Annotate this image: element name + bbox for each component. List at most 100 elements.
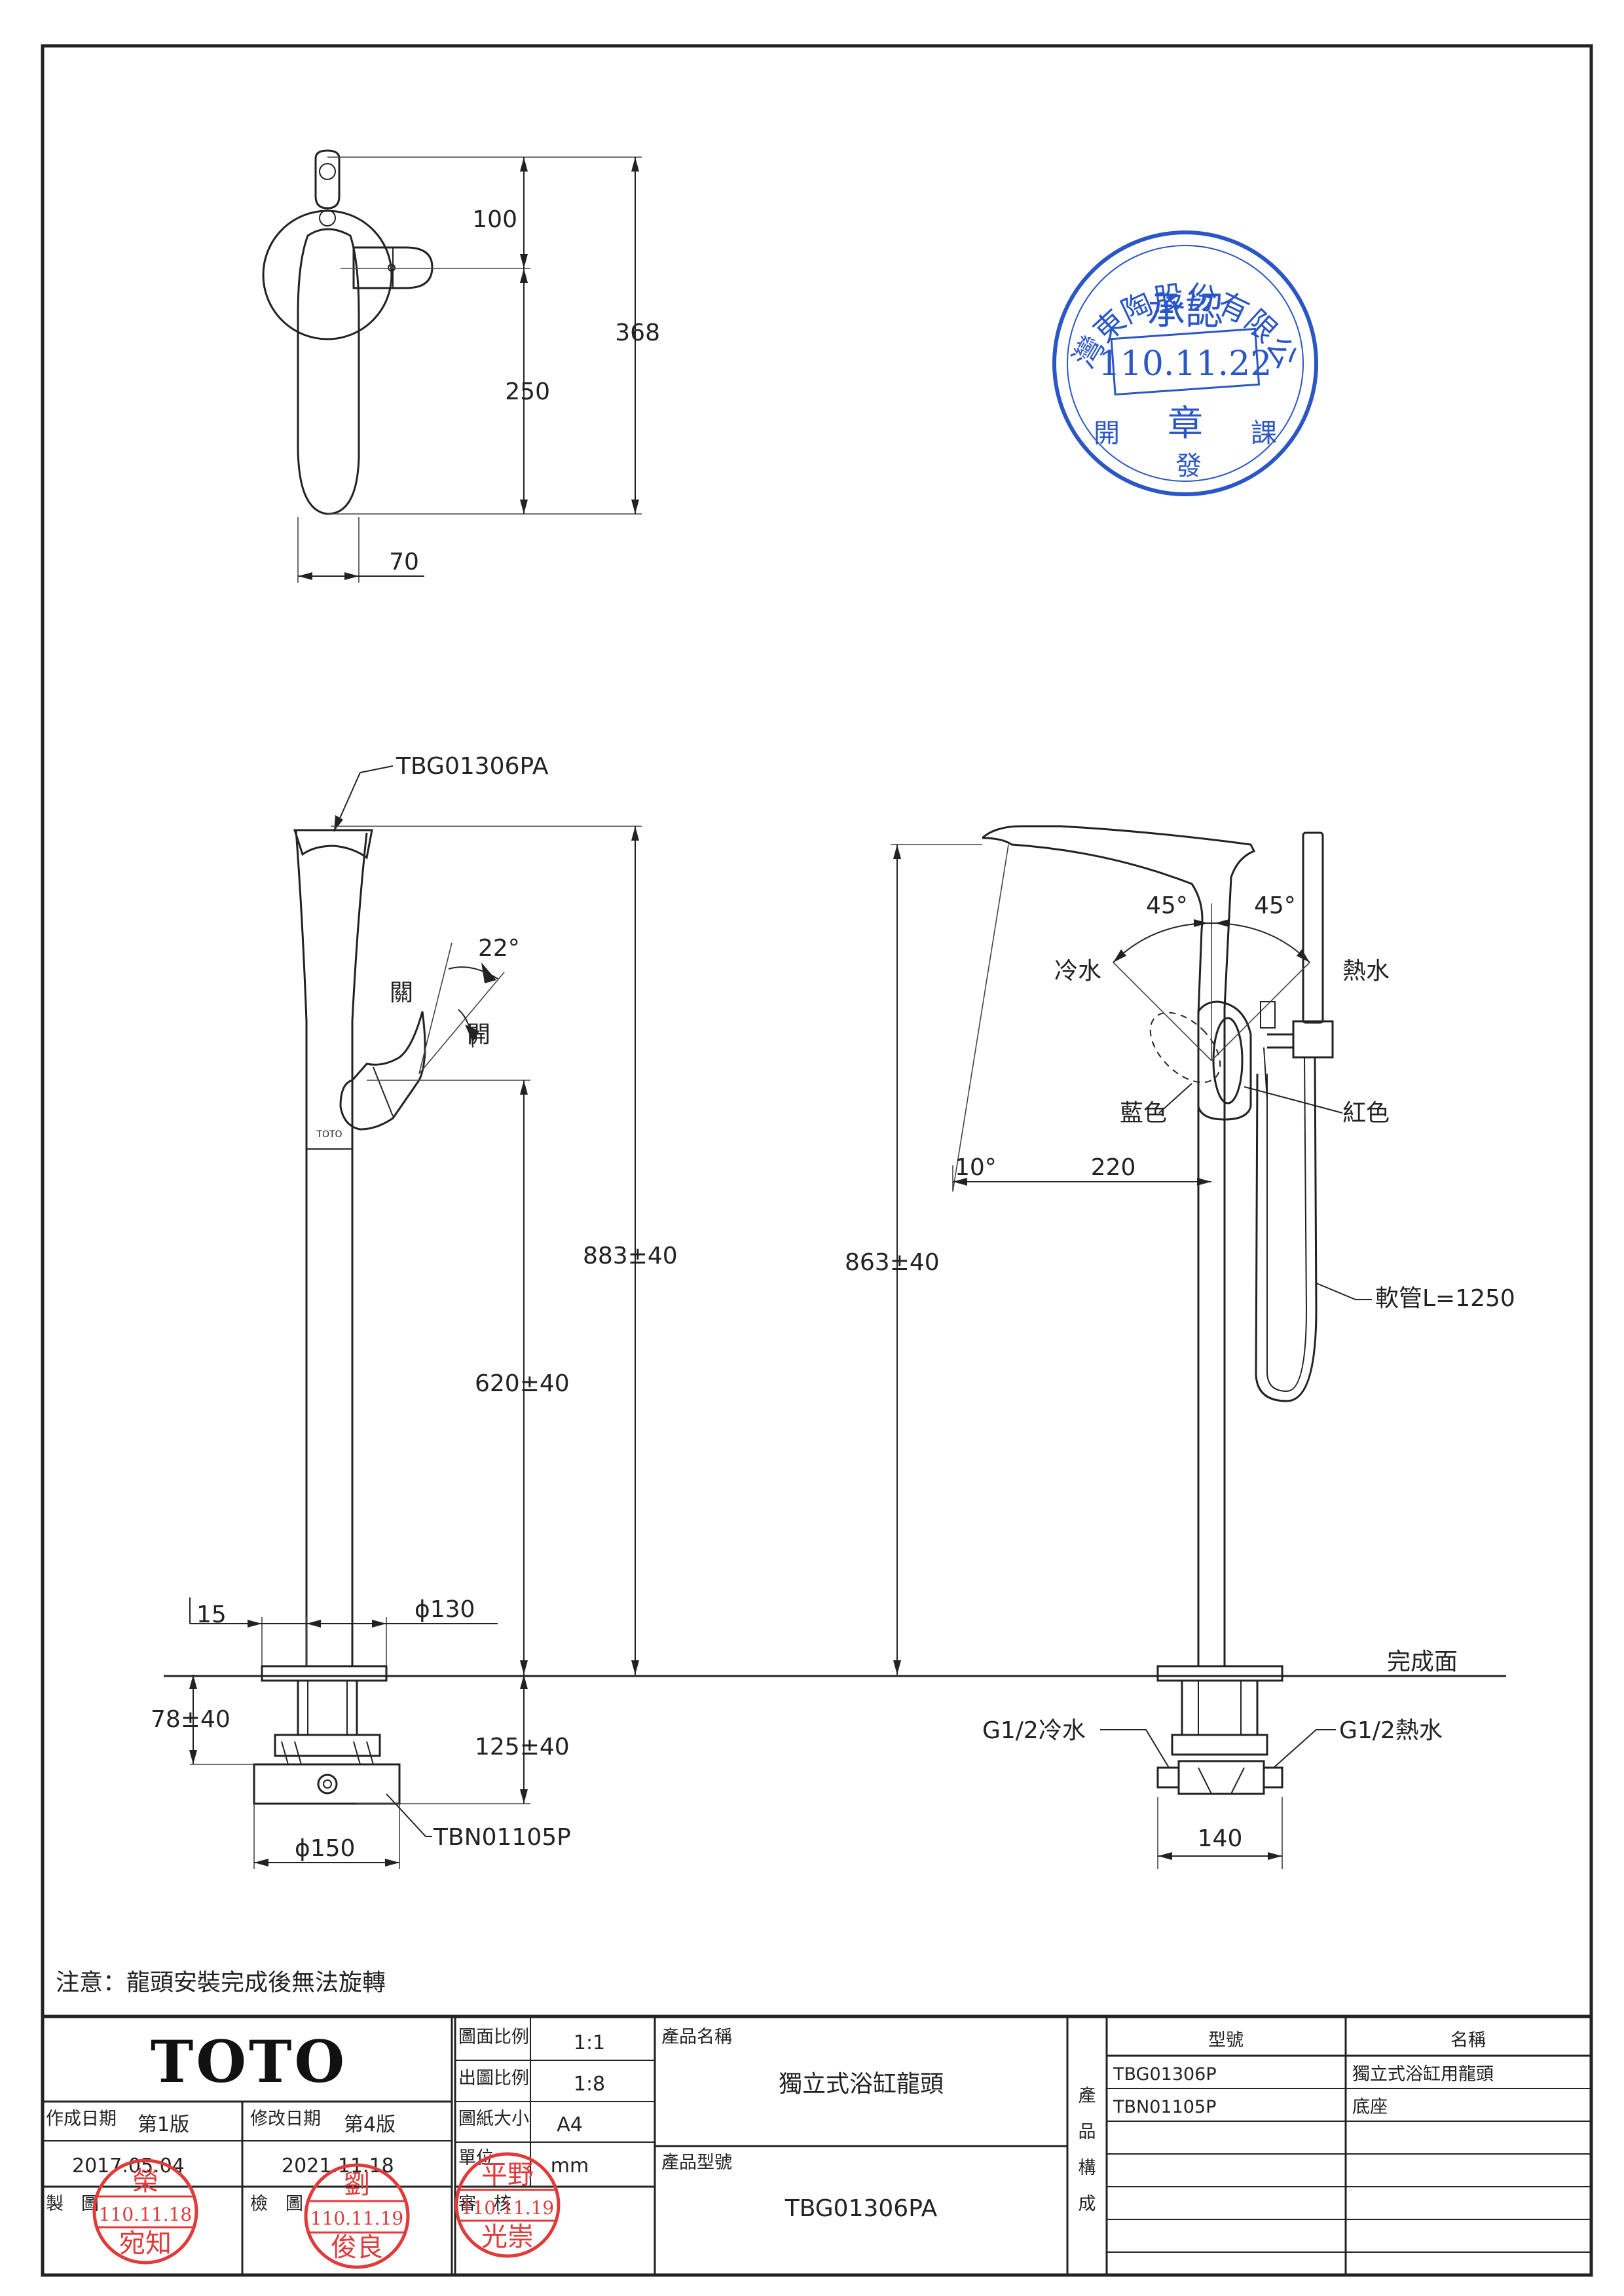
- stamp-checked: [304, 2163, 410, 2269]
- reviewed-label: 審 核: [458, 2194, 511, 2214]
- front-blue: 藍色: [1120, 1100, 1167, 1127]
- front-view: [891, 825, 1372, 1869]
- front-angle-10: 10°: [955, 1154, 997, 1181]
- drawing-border: [41, 44, 1593, 2277]
- stamp-dept-mid: 發: [1175, 451, 1202, 481]
- stamp-drawn-top: 榮: [132, 2166, 158, 2196]
- side-floor-plate: [261, 1665, 388, 1682]
- front-g-hot: G1/2熱水: [1339, 1717, 1443, 1744]
- side-open-label: 開: [467, 1021, 490, 1048]
- paper-size: A4: [557, 2113, 583, 2136]
- composition-label-4: 成: [1079, 2194, 1096, 2214]
- approval-stamp: [1052, 230, 1318, 496]
- title-block: [41, 2014, 1593, 2277]
- row-2-model: TBN01105P: [1113, 2097, 1216, 2117]
- side-base: [253, 1763, 401, 1805]
- side-model-label: TBG01306PA: [396, 753, 549, 780]
- front-mixer: [1197, 1000, 1252, 1121]
- top-handle: [352, 246, 434, 289]
- created-label: 作成日期: [46, 2109, 117, 2129]
- stamp-dept-left: 開: [1094, 418, 1120, 448]
- front-angle-left: 45°: [1146, 892, 1188, 919]
- front-cold-water: 冷水: [1054, 958, 1101, 985]
- version-4: 第4版: [344, 2113, 396, 2136]
- dim-883: 883±40: [583, 1243, 678, 1269]
- dim-250: 250: [505, 378, 550, 405]
- stamp-approve: 承認: [1147, 289, 1223, 333]
- dim-78: 78±40: [151, 1706, 231, 1733]
- toto-logo: TOTO: [151, 2028, 347, 2096]
- dim-140: 140: [1198, 1825, 1243, 1852]
- top-view: [262, 149, 642, 583]
- front-hose-label: 軟管L=1250: [1375, 1285, 1515, 1312]
- stamp-company: 台灣東陶股份有限公司: [0, 0, 1304, 374]
- dim-220: 220: [1091, 1154, 1136, 1181]
- stamp-reviewed-bottom: 光崇: [481, 2222, 534, 2252]
- stamp-checked-bottom: 俊良: [331, 2232, 383, 2263]
- version-1: 第1版: [138, 2113, 189, 2136]
- paper-label: 圖紙大小: [458, 2109, 529, 2129]
- revised-date: 2021.11.18: [282, 2155, 394, 2178]
- front-floor-plate: [1156, 1665, 1283, 1682]
- front-hot-water: 熱水: [1342, 958, 1390, 985]
- dim-100: 100: [472, 206, 517, 233]
- composition-label-3: 構: [1079, 2158, 1096, 2178]
- composition-label-1: 產: [1079, 2086, 1096, 2106]
- front-hand-shower: [1302, 831, 1324, 1024]
- composition-label-2: 品: [1079, 2122, 1096, 2142]
- stamp-checked-top: 劉: [344, 2170, 370, 2200]
- install-note: 注意：龍頭安裝完成後無法旋轉: [56, 1969, 386, 1996]
- front-g-cold: G1/2冷水: [982, 1717, 1086, 1744]
- side-column: [295, 829, 368, 1666]
- stamp-drawn: [92, 2159, 198, 2265]
- stamp-reviewed-top: 平野: [481, 2160, 534, 2190]
- row-2-name: 底座: [1352, 2097, 1388, 2117]
- dim-phi150: ϕ150: [295, 1835, 355, 1862]
- dim-863: 863±40: [845, 1249, 940, 1276]
- side-view: [189, 765, 642, 1869]
- scale-print-label: 出圖比例: [458, 2068, 529, 2088]
- row-1-model: TBG01306P: [1113, 2064, 1217, 2085]
- dim-phi130: ϕ130: [415, 1596, 475, 1623]
- drawn-label: 製 圖: [46, 2194, 99, 2214]
- finish-surface-label: 完成面: [1387, 1649, 1458, 1675]
- top-spout: [297, 228, 360, 515]
- row-1-name: 獨立式浴缸用龍頭: [1352, 2064, 1494, 2085]
- dim-125: 125±40: [475, 1734, 570, 1760]
- stamp-drawn-bottom: 宛知: [119, 2229, 172, 2259]
- stamp-drawn-date: 110.11.18: [99, 2204, 193, 2225]
- table-header-model: 型號: [1208, 2030, 1244, 2050]
- stamp-dept-right: 課: [1251, 418, 1277, 448]
- product-model-label: 產品型號: [661, 2153, 732, 2173]
- stamp-seal: 章: [1168, 403, 1203, 444]
- revised-label: 修改日期: [250, 2109, 321, 2129]
- top-knob: [314, 149, 341, 210]
- checked-label: 檢 圖: [250, 2194, 303, 2214]
- product-name: 獨立式浴缸龍頭: [779, 2071, 944, 2098]
- scale-print: 1:8: [574, 2073, 605, 2096]
- side-spout-top: [293, 829, 373, 860]
- side-brand-mark: TOTO: [316, 1129, 342, 1140]
- front-hose: [1255, 1057, 1318, 1402]
- stamp-reviewed-date: 110.11.19: [461, 2197, 555, 2219]
- stamp-checked-date: 110.11.19: [310, 2208, 404, 2229]
- side-base-label: TBN01105P: [433, 1824, 571, 1851]
- side-handle: [339, 1011, 426, 1131]
- table-header-name: 名稱: [1450, 2030, 1486, 2050]
- dim-368: 368: [615, 319, 660, 346]
- side-angle-22: 22°: [478, 935, 520, 962]
- scale-drawing-label: 圖面比例: [458, 2027, 529, 2047]
- product-name-label: 產品名稱: [661, 2027, 732, 2047]
- scale-drawing: 1:1: [574, 2032, 605, 2054]
- dim-15: 15: [196, 1601, 227, 1628]
- stamp-reviewed: [454, 2152, 561, 2258]
- stamp-date: 110.11.22: [1099, 344, 1272, 384]
- product-model: TBG01306PA: [784, 2195, 938, 2222]
- front-red: 紅色: [1342, 1100, 1390, 1127]
- front-spout: [981, 825, 1256, 1015]
- unit: mm: [551, 2155, 589, 2178]
- front-angle-right: 45°: [1254, 892, 1296, 919]
- side-close-label: 關: [390, 979, 413, 1006]
- dim-70: 70: [389, 549, 419, 575]
